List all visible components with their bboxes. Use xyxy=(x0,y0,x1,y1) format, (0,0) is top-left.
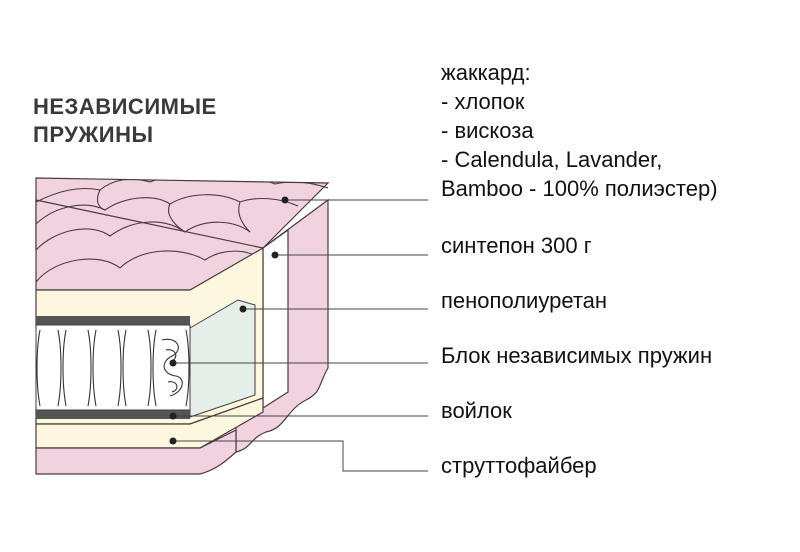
felt-bottom-band xyxy=(36,410,190,419)
leader-struttofiber xyxy=(173,440,428,472)
label-spring-block: Блок независимых пружин xyxy=(441,343,713,368)
dot-springs xyxy=(169,359,177,367)
label-jacquard-line: Bamboo - 100% полиэстер) xyxy=(441,176,718,201)
label-ppu: пенополиуретан xyxy=(441,288,608,313)
dot-sintepon xyxy=(271,251,279,259)
quilt-pattern xyxy=(36,178,328,283)
label-jacquard-line: - вискоза xyxy=(441,118,534,143)
dot-felt xyxy=(169,412,177,420)
label-jacquard-line: - хлопок xyxy=(441,89,525,114)
label-sintepon: синтепон 300 г xyxy=(441,233,592,258)
spring-pockets xyxy=(36,329,190,407)
label-jacquard-line: - Calendula, Lavander, xyxy=(441,147,663,172)
leader-dots xyxy=(169,196,289,445)
dot-ppu xyxy=(239,305,247,313)
diagram-title: НЕЗАВИСИМЫЕ ПРУЖИНЫ xyxy=(33,93,217,149)
label-struttofiber: струттофайбер xyxy=(441,453,597,478)
leader-lines xyxy=(173,199,428,472)
felt-top-band xyxy=(36,316,190,325)
label-jacquard-line: жаккард: xyxy=(441,60,531,85)
dot-jacquard xyxy=(281,196,289,204)
label-jacquard: жаккард: - хлопок - вискоза - Calendula,… xyxy=(441,58,718,203)
title-line-1: НЕЗАВИСИМЫЕ xyxy=(33,94,217,119)
dot-struttofiber xyxy=(169,437,177,445)
title-line-2: ПРУЖИНЫ xyxy=(33,122,154,147)
label-felt: войлок xyxy=(441,398,512,423)
